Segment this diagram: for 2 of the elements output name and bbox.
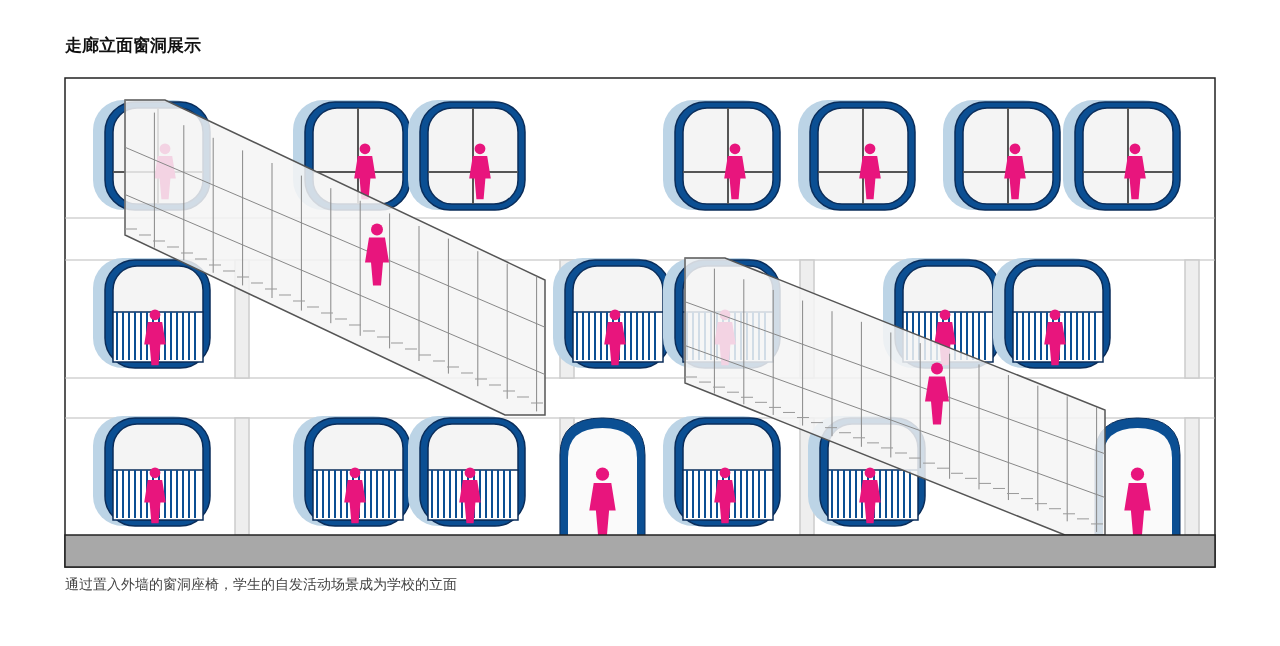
caption: 通过置入外墙的窗洞座椅，学生的自发活动场景成为学校的立面 xyxy=(65,576,457,594)
diagram-title: 走廊立面窗洞展示 xyxy=(65,34,201,57)
